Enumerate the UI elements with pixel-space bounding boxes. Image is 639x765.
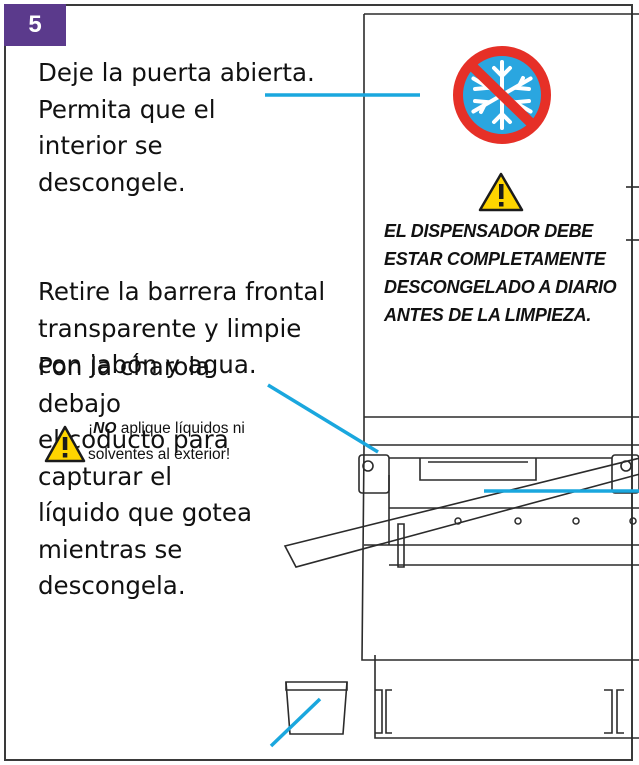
caution-emphasis: NO [93, 420, 117, 437]
caution-prefix: ¡ [88, 420, 94, 437]
warning-triangle-icon [478, 172, 524, 212]
defrost-door-instruction: Deje la puerta abierta. Permita que el i… [38, 58, 315, 197]
exterior-caution-text: ¡NO aplique líquidos ni solventes al ext… [88, 416, 288, 468]
step-number-badge: 5 [4, 4, 66, 46]
leader-lines [265, 93, 639, 748]
no-freeze-icon [453, 46, 551, 144]
barrier-cleaning-instruction: Retire la barrera frontal transparente y… [38, 277, 326, 379]
drip-tray-instruction: Pon la charola debajo el coducto para ca… [38, 352, 253, 600]
drip-tray-icon [285, 681, 348, 735]
caution-triangle-icon [44, 425, 86, 463]
caution-rest: aplique líquidos ni solventes al exterio… [88, 420, 245, 463]
defrost-warning-text: EL DISPENSADOR DEBE ESTAR COMPLETAMENTE … [384, 221, 617, 325]
